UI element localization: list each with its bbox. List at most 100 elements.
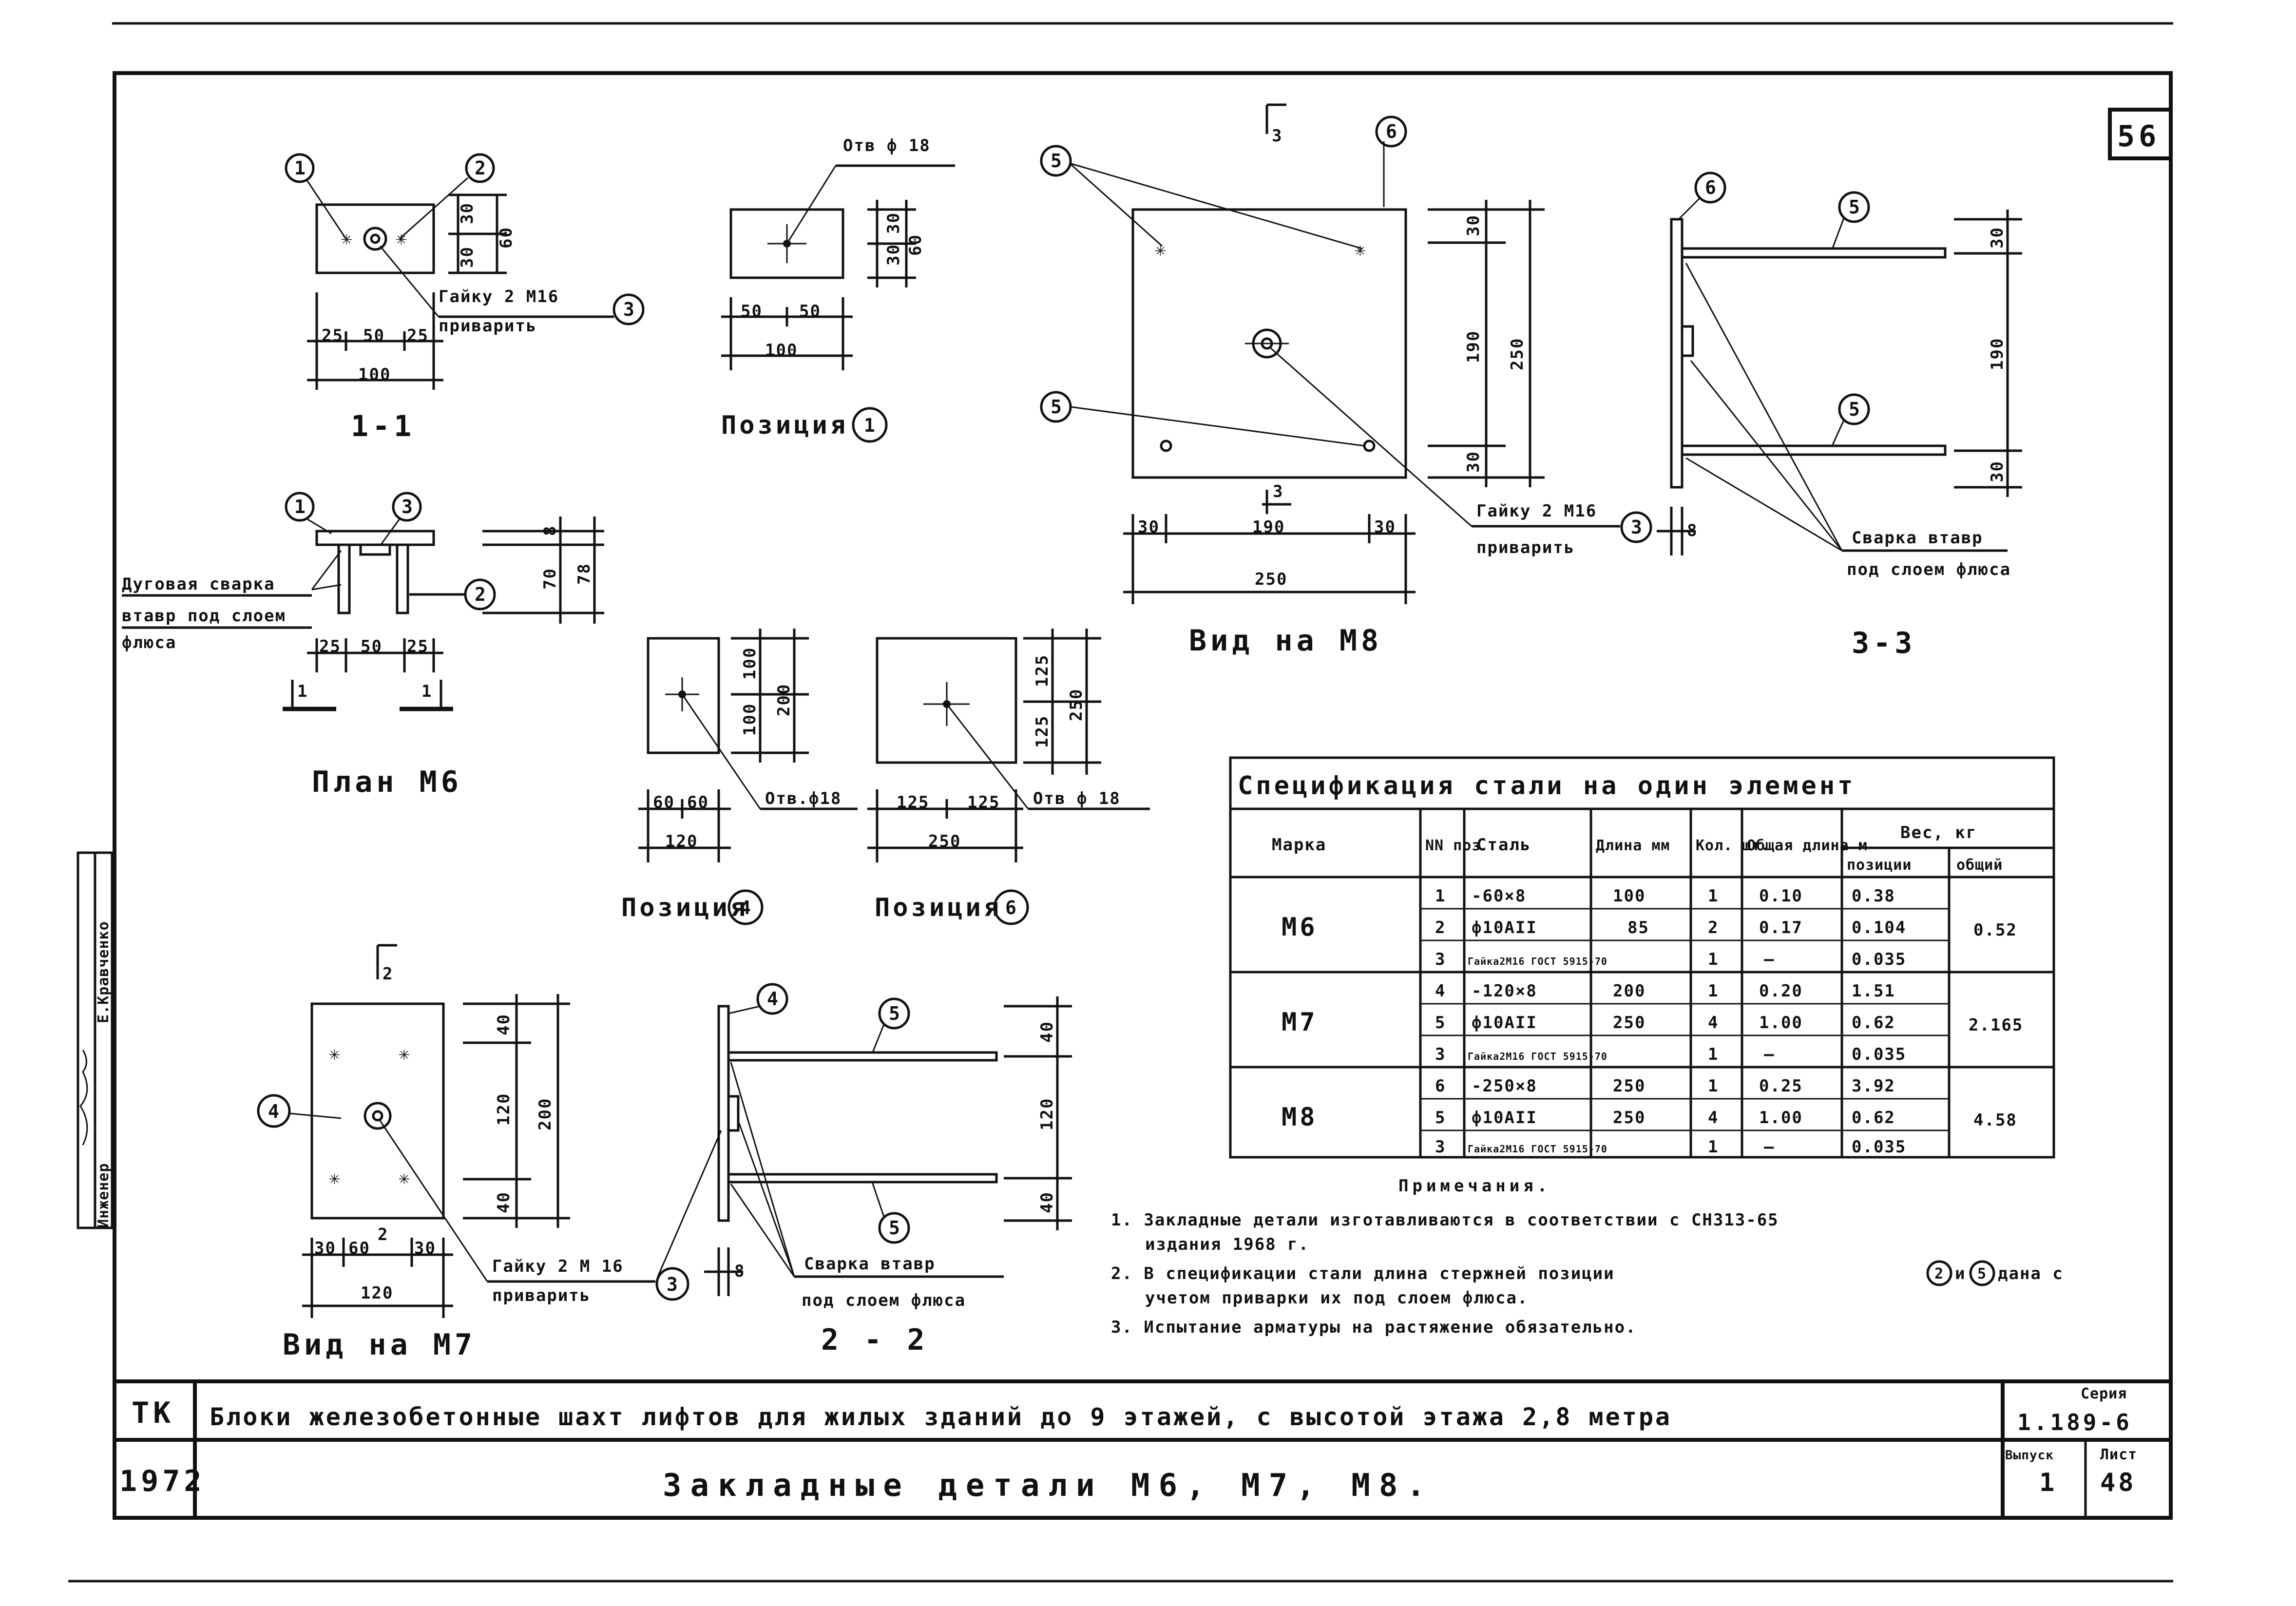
cell: 0.035 bbox=[1852, 950, 1906, 969]
callout: 4 bbox=[268, 1101, 279, 1122]
dim-text: 25 bbox=[319, 637, 341, 656]
dim-text: 30 bbox=[1138, 517, 1160, 537]
cell: 0.25 bbox=[1759, 1076, 1803, 1096]
dim-text: 30 bbox=[314, 1239, 336, 1258]
callout: 5 bbox=[1051, 396, 1062, 418]
weld-note: под слоем флюса bbox=[802, 1291, 966, 1310]
dim-text: 30 bbox=[1374, 517, 1396, 537]
spec-mark: М7 bbox=[1282, 1008, 1318, 1037]
dim-text: 30 bbox=[458, 202, 477, 224]
cut-mark: 1 bbox=[297, 682, 308, 701]
sheet-number: 56 bbox=[2117, 119, 2160, 153]
dim-text: 250 bbox=[928, 832, 961, 851]
position-1: Отв ф 18 50 50 100 30 30 60 Позиция 1 bbox=[721, 136, 955, 443]
callout: 6 bbox=[1005, 897, 1016, 918]
spec-total: 2.165 bbox=[1969, 1015, 2023, 1035]
weld-note: Дуговая сварка bbox=[122, 574, 275, 594]
callout: 3 bbox=[402, 496, 413, 517]
cell: 1 bbox=[1708, 1137, 1719, 1157]
callout: 5 bbox=[889, 1003, 900, 1024]
cell: 1 bbox=[1708, 950, 1719, 969]
callout: 4 bbox=[767, 988, 778, 1010]
dim-text: 200 bbox=[774, 684, 794, 716]
cell: 1.00 bbox=[1759, 1108, 1803, 1128]
note-text: приварить bbox=[439, 316, 537, 336]
dim-text: 120 bbox=[665, 832, 698, 851]
dim-text: 60 bbox=[906, 234, 925, 256]
cell: 0.17 bbox=[1759, 918, 1803, 937]
section-3-3: 6 5 5 Сварка втавр под слоем флюса 30 19… bbox=[1657, 172, 2022, 660]
cell: 5 bbox=[1435, 1108, 1446, 1128]
cell: 0.035 bbox=[1852, 1137, 1906, 1157]
spec-header: общий bbox=[1956, 857, 2003, 874]
side-stamp: Инженер Е.Кравченко bbox=[77, 851, 114, 1229]
cell: 1 bbox=[1708, 886, 1719, 906]
view-m7: ✳ ✳ ✳ ✳ 4 3 Гайку 2 М 16 приварить 2 2 3… bbox=[257, 944, 689, 1362]
series-number: 1.189-6 bbox=[2017, 1409, 2132, 1435]
callout: 5 bbox=[1849, 196, 1860, 218]
dim-text: 60 bbox=[687, 793, 709, 812]
cell: — bbox=[1764, 950, 1775, 969]
callout: 5 bbox=[1977, 1265, 1987, 1282]
weld-note: флюса bbox=[122, 633, 176, 652]
callout: 2 bbox=[475, 584, 486, 605]
cut-mark: 3 bbox=[1272, 126, 1282, 146]
hole-mark: ✳ bbox=[341, 228, 352, 249]
callout: 6 bbox=[1705, 177, 1716, 198]
org-code: ТК bbox=[132, 1396, 174, 1430]
note-line: 3. Испытание арматуры на растяжение обяз… bbox=[1111, 1318, 1637, 1337]
title-block: ТК 1972 Блоки железобетонные шахт лифтов… bbox=[115, 1379, 2171, 1518]
cell: — bbox=[1764, 1045, 1775, 1064]
cell: 0.62 bbox=[1852, 1108, 1895, 1128]
issue-label: Выпуск bbox=[2005, 1448, 2054, 1463]
cell: 250 bbox=[1613, 1013, 1645, 1032]
spec-total: 4.58 bbox=[1973, 1110, 2017, 1130]
view-title: Вид на М7 bbox=[283, 1328, 476, 1362]
sheet-frame bbox=[113, 71, 2173, 1520]
dim-text: 8 bbox=[734, 1262, 745, 1281]
project-title: Блоки железобетонные шахт лифтов для жил… bbox=[210, 1403, 1672, 1431]
view-title: 3-3 bbox=[1852, 626, 1916, 660]
spec-header: NN поз bbox=[1425, 837, 1481, 854]
position-6: Отв ф 18 125 125 250 125 125 250 Позиция… bbox=[867, 629, 1150, 925]
dim-text: 100 bbox=[740, 647, 760, 680]
dim-text: 60 bbox=[348, 1239, 370, 1258]
dim-text: 40 bbox=[494, 1013, 514, 1035]
cell: Гайка2М16 ГОСТ 5915-70 bbox=[1468, 1051, 1607, 1062]
view-title: Позиция bbox=[875, 893, 1002, 922]
cell: 1 bbox=[1708, 1076, 1719, 1096]
designer-label: Инженер bbox=[95, 1163, 112, 1228]
callout: 3 bbox=[667, 1274, 678, 1295]
cell: 6 bbox=[1435, 1076, 1446, 1096]
position-4: Отв.ф18 60 60 120 100 100 200 Позиция 4 bbox=[621, 629, 858, 925]
designer-name: Е.Кравченко bbox=[95, 921, 112, 1023]
spec-header: Сталь bbox=[1476, 835, 1531, 855]
section-1-1: 100 25 50 25 60 30 30 ✳ ✳ 1 2 3 Гайку 2 … bbox=[285, 153, 645, 443]
dim-text: 30 bbox=[1464, 451, 1483, 473]
dim-text: 30 bbox=[1988, 460, 2007, 482]
dim-text: 250 bbox=[1067, 688, 1086, 721]
cell: ф10АII bbox=[1472, 918, 1537, 937]
cell: 4 bbox=[1435, 981, 1446, 1001]
dim-text: 25 bbox=[322, 326, 344, 345]
cell: 100 bbox=[1613, 886, 1645, 906]
dim-text: 25 bbox=[407, 637, 429, 656]
spec-header: позиции bbox=[1847, 857, 1912, 874]
dim-text: 60 bbox=[497, 227, 516, 249]
cell: 1 bbox=[1708, 1045, 1719, 1064]
spec-mark: М8 bbox=[1282, 1103, 1318, 1132]
bar-mark: ✳ bbox=[1355, 239, 1366, 260]
cell: 1.00 bbox=[1759, 1013, 1803, 1032]
view-title: План М6 bbox=[312, 765, 462, 799]
spec-mark: М6 bbox=[1282, 913, 1318, 942]
cut-mark: 2 bbox=[378, 1225, 388, 1244]
cell: 250 bbox=[1613, 1108, 1645, 1128]
dim-text: 50 bbox=[741, 302, 763, 321]
dim-text: 250 bbox=[1255, 570, 1287, 589]
cell: -60×8 bbox=[1472, 886, 1526, 906]
cell: 0.62 bbox=[1852, 1013, 1895, 1032]
callout: 5 bbox=[1849, 399, 1860, 420]
callout: 6 bbox=[1386, 121, 1397, 142]
dim-text: 100 bbox=[765, 341, 798, 360]
